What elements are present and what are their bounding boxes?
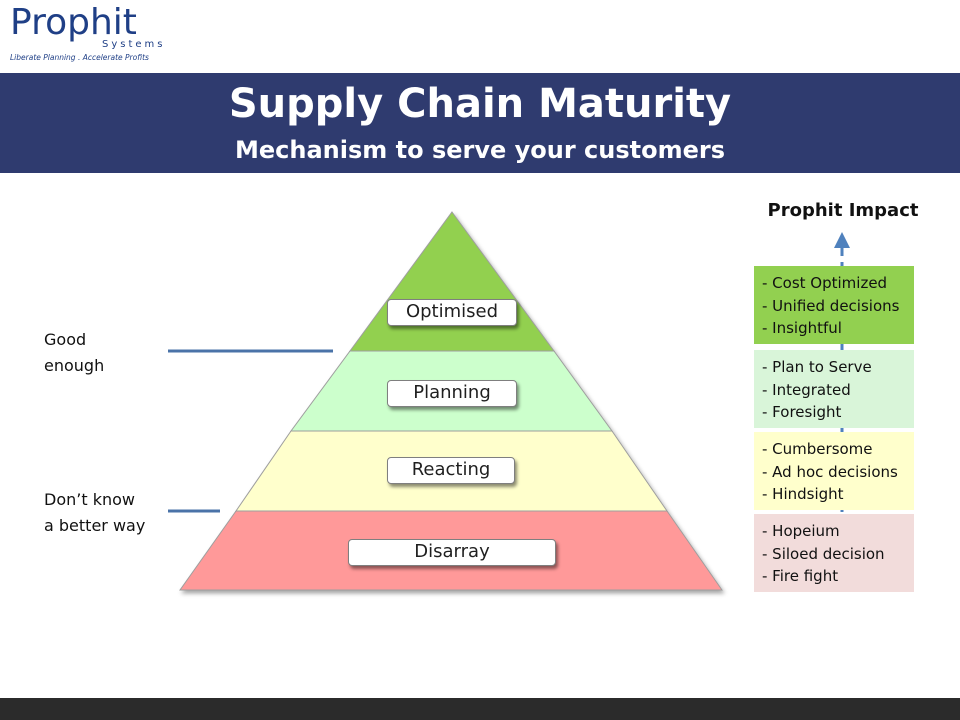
impact-box-planning: - Plan to Serve - Integrated - Foresight xyxy=(754,350,914,428)
impact-box-disarray: - Hopeium - Siloed decision - Fire fight xyxy=(754,514,914,592)
impact-title: Prophit Impact xyxy=(767,200,919,221)
dont-know-label: Don’t know a better way xyxy=(44,490,146,535)
impact-box-reacting: - Cumbersome - Ad hoc decisions - Hindsi… xyxy=(754,432,914,510)
level-label-disarray: Disarray xyxy=(348,539,556,566)
impact-arrowhead xyxy=(834,232,850,248)
logo-tagline: Liberate Planning . Accelerate Profits xyxy=(10,53,149,62)
logo-wordmark: Prophit xyxy=(10,2,137,43)
level-label-optimised: Optimised xyxy=(387,299,517,326)
pyramid-level-optimised xyxy=(349,211,555,352)
impact-box-optimised: - Cost Optimized - Unified decisions - I… xyxy=(754,266,914,344)
logo-subtext: Systems xyxy=(102,39,166,50)
slide-subtitle: Mechanism to serve your customers xyxy=(235,136,725,164)
level-label-reacting: Reacting xyxy=(387,457,515,484)
prophit-logo: Prophit Systems Liberate Planning . Acce… xyxy=(8,2,168,66)
title-banner: Supply Chain Maturity Mechanism to serve… xyxy=(0,73,960,173)
level-label-planning: Planning xyxy=(387,380,517,407)
slide-title: Supply Chain Maturity xyxy=(228,81,732,127)
good-enough-label: Good enough xyxy=(44,330,105,375)
footer-bar xyxy=(0,698,960,720)
